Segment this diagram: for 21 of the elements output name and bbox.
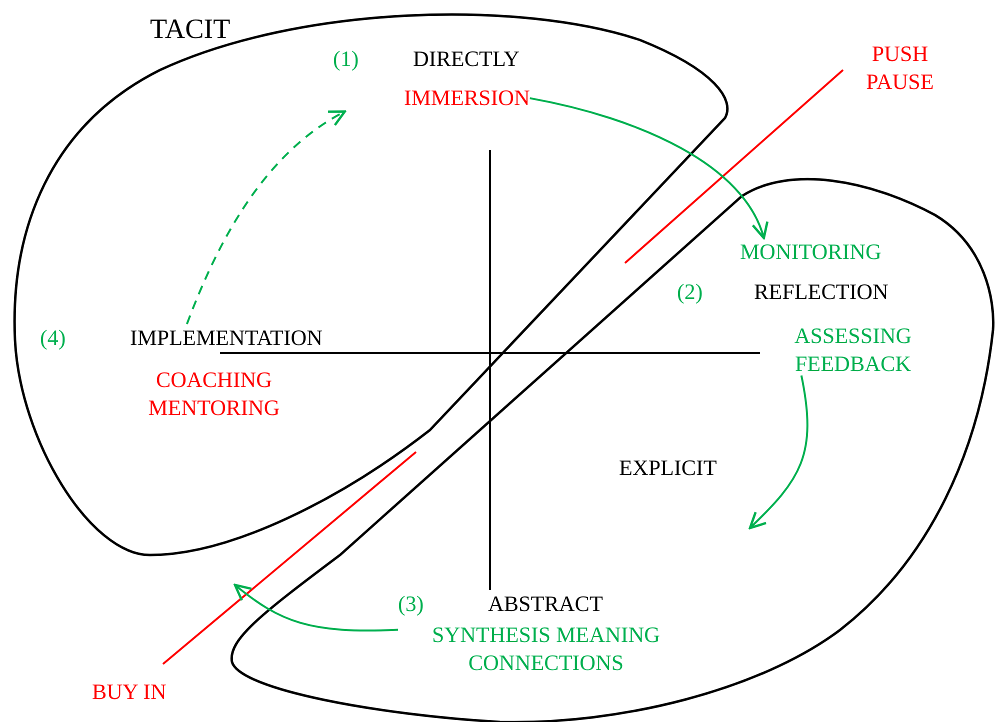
activity-label: SYNTHESIS MEANING CONNECTIONS bbox=[431, 621, 661, 676]
activity-label: ASSESSING FEEDBACK bbox=[793, 322, 913, 377]
cycle-arrow bbox=[748, 375, 808, 530]
activity-label: IMMERSION bbox=[404, 84, 530, 112]
step-number: (3) bbox=[398, 590, 424, 618]
step-number: (1) bbox=[333, 45, 359, 72]
cycle-arrow bbox=[530, 97, 767, 240]
boundary-label: BUY IN bbox=[92, 678, 166, 706]
quadrant-label: DIRECTLY bbox=[413, 45, 520, 72]
quadrant-label: REFLECTION bbox=[754, 278, 888, 306]
region-title: EXPLICIT bbox=[619, 454, 717, 482]
step-number: (4) bbox=[40, 324, 66, 352]
cycle-arrow bbox=[234, 584, 398, 632]
boundary-label: PUSH PAUSE bbox=[865, 40, 935, 95]
quadrant-label: IMPLEMENTATION bbox=[130, 324, 323, 352]
region-title: TACIT bbox=[150, 13, 230, 47]
quadrant-label: ABSTRACT bbox=[488, 590, 603, 618]
cycle-arrow bbox=[186, 110, 346, 324]
activity-label: COACHING MENTORING bbox=[147, 366, 281, 421]
activity-label: MONITORING bbox=[740, 238, 882, 266]
step-number: (2) bbox=[677, 278, 703, 306]
